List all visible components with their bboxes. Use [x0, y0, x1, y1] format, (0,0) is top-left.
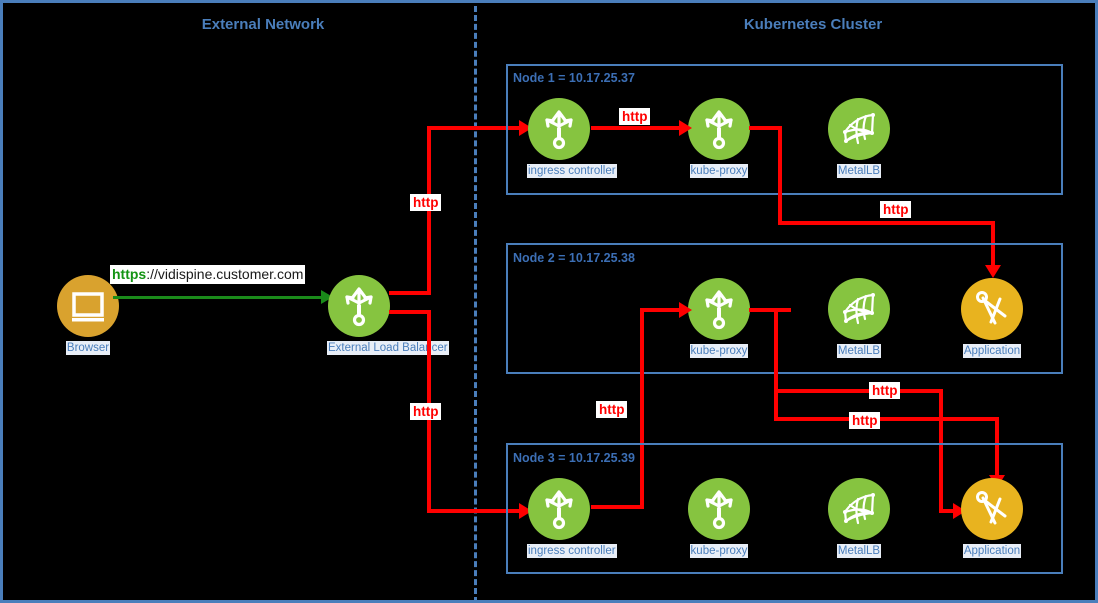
http-label-alt-node3: http: [869, 382, 901, 399]
ingress-controller-icon: [528, 478, 590, 540]
node-2-box: [506, 243, 1063, 374]
node-2-application-label: Application: [962, 344, 1022, 358]
https-url-label: https://vidispine.customer.com: [110, 265, 306, 284]
http-label-node3-to-node2: http: [596, 401, 628, 418]
node-2-label: Node 2 = 10.17.25.38: [513, 251, 635, 265]
zone-divider: [474, 6, 477, 600]
node-3-application: Application: [960, 478, 1024, 559]
node-2-kube-proxy-label: kube-proxy: [689, 344, 749, 358]
wire-alt-node3-app-in: [939, 509, 957, 513]
http-label-node1-internal: http: [619, 108, 651, 125]
node-1-kube-proxy: kube-proxy: [687, 98, 751, 179]
kube-proxy-icon: [688, 478, 750, 540]
wire-node2-to-node3-app: [774, 417, 999, 421]
kubernetes-cluster-title: Kubernetes Cluster: [743, 16, 883, 33]
arrow-node2-application: [985, 265, 1001, 278]
metallb-icon: [828, 478, 890, 540]
wire-node3-ingress-to-node2-proxy: [640, 308, 683, 312]
wire-into-node2-app: [991, 221, 995, 269]
https-flow-line: [113, 296, 325, 299]
metallb-icon: [828, 98, 890, 160]
http-label-node1-to-node2: http: [880, 201, 912, 218]
wire-node3-ingress-out: [591, 505, 644, 509]
node-3-label: Node 3 = 10.17.25.39: [513, 451, 635, 465]
load-balancer-label: External Load Balancer: [327, 341, 449, 355]
browser-node: Browser: [56, 275, 120, 356]
wire-node3-ingress-up: [640, 308, 644, 509]
wire-to-node3-ingress: [427, 509, 525, 513]
node-1-ingress-label: ingress controller: [527, 164, 617, 178]
node-2-application: Application: [960, 278, 1024, 359]
wire-into-node3-app-down: [995, 417, 999, 479]
node-3-kube-proxy: kube-proxy: [687, 478, 751, 559]
node-1-metallb-label: MetalLB: [836, 164, 882, 178]
http-label-lb-node1: http: [410, 194, 442, 211]
node-1-metallb: MetalLB: [827, 98, 891, 179]
wire-alt-node3-app-down: [939, 389, 943, 513]
ingress-controller-icon: [528, 98, 590, 160]
kube-proxy-icon: [688, 98, 750, 160]
metallb-icon: [828, 278, 890, 340]
arrow-node2-kube-proxy: [679, 302, 692, 318]
url-host: ://vidispine.customer.com: [146, 266, 304, 282]
wire-node1-ingress-to-proxy: [591, 126, 683, 130]
wire-node2-proxy-out: [749, 308, 791, 312]
wire-to-node1-ingress: [427, 126, 525, 130]
node-3-ingress-controller: ingress controller: [527, 478, 617, 559]
application-icon: [961, 278, 1023, 340]
browser-label: Browser: [65, 341, 111, 355]
node-3-ingress-label: ingress controller: [527, 544, 617, 558]
wire-lb-out-top: [389, 291, 431, 295]
external-load-balancer-node: External Load Balancer: [327, 275, 449, 356]
wire-node2-proxy-down: [774, 308, 778, 421]
wire-node1-proxy-out: [749, 126, 782, 130]
kube-proxy-icon: [688, 278, 750, 340]
load-balancer-icon: [328, 275, 390, 337]
node-3-metallb: MetalLB: [827, 478, 891, 559]
wire-to-node2-app: [778, 221, 995, 225]
node-3-box: [506, 443, 1063, 574]
browser-icon: [57, 275, 119, 337]
external-network-title: External Network: [201, 16, 325, 33]
node-1-kube-proxy-label: kube-proxy: [689, 164, 749, 178]
node-1-ingress-controller: ingress controller: [527, 98, 617, 179]
node-3-kube-proxy-label: kube-proxy: [689, 544, 749, 558]
node-2-metallb-label: MetalLB: [836, 344, 882, 358]
application-icon: [961, 478, 1023, 540]
wire-node1-proxy-down: [778, 126, 782, 225]
node-3-metallb-label: MetalLB: [836, 544, 882, 558]
node-1-label: Node 1 = 10.17.25.37: [513, 71, 635, 85]
node-2-kube-proxy: kube-proxy: [687, 278, 751, 359]
http-label-lb-node3: http: [410, 403, 442, 420]
node-2-metallb: MetalLB: [827, 278, 891, 359]
node-3-application-label: Application: [962, 544, 1022, 558]
wire-lb-out-bottom: [389, 310, 431, 314]
wire-alt-to-node3-app: [774, 389, 943, 393]
arrow-node1-kube-proxy: [679, 120, 692, 136]
http-label-node2-to-node3: http: [849, 412, 881, 429]
url-scheme: https: [112, 266, 147, 282]
node-1-box: [506, 64, 1063, 195]
